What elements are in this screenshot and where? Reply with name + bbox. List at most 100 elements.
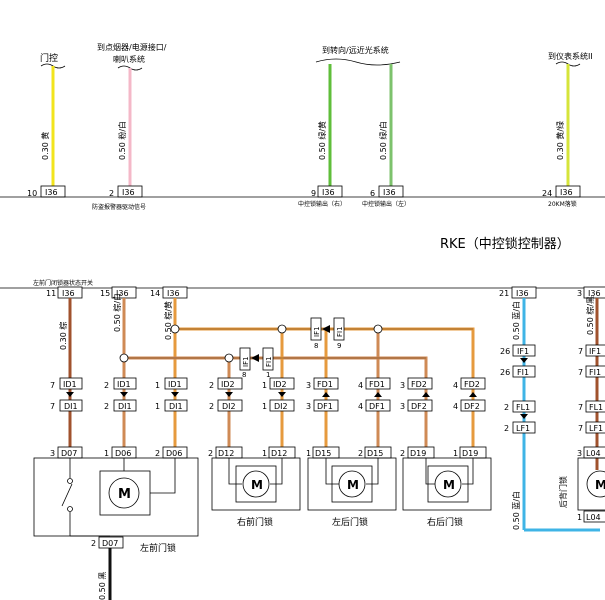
svg-text:1: 1: [306, 449, 311, 458]
label-antitheft: 防盗报警器驱动信号: [92, 203, 146, 211]
svg-text:3: 3: [400, 402, 405, 411]
svg-text:2: 2: [400, 449, 405, 458]
svg-text:ID2: ID2: [221, 380, 235, 389]
label-out-left: 中控锁输出（左）: [362, 200, 410, 208]
lock-left-front: 3 D07 1 D06 2 D06 M 2 D07 左前门锁: [33, 446, 199, 554]
svg-text:1: 1: [262, 449, 267, 458]
svg-text:1: 1: [577, 513, 582, 522]
svg-text:D15: D15: [315, 449, 331, 458]
svg-text:7: 7: [578, 403, 583, 412]
svg-text:I36: I36: [45, 188, 58, 197]
svg-text:4: 4: [453, 402, 458, 411]
svg-text:后背门锁: 后背门锁: [558, 476, 568, 508]
svg-text:I36: I36: [516, 289, 529, 298]
svg-text:7: 7: [50, 402, 55, 411]
svg-text:1: 1: [453, 449, 458, 458]
svg-text:LF1: LF1: [516, 424, 530, 433]
lock-trunk: 3 L04 M 1 L04 后背门锁: [558, 446, 605, 523]
svg-text:DF1: DF1: [369, 402, 385, 411]
lock-right-front: 2 D12 1 D12 M 右前门锁: [208, 446, 301, 528]
svg-text:D06: D06: [115, 449, 131, 458]
svg-text:3: 3: [577, 289, 582, 298]
bus-connector-mid: IF1 FI1 8 1: [239, 347, 274, 379]
wire-label-1: 0.30 黄: [40, 132, 50, 160]
svg-text:2: 2: [91, 539, 96, 548]
svg-text:2: 2: [104, 381, 109, 390]
label-instrument: 到仪表系统II: [548, 51, 593, 61]
wire-label-blue: 0.50 蓝/白: [511, 301, 521, 340]
top-connector-2: 2 I36: [109, 185, 143, 198]
label-cigar-power: 到点烟器/电源接口/: [97, 42, 167, 52]
wire-label-right: 0.50 棕/黑: [585, 296, 595, 335]
svg-text:I36: I36: [588, 289, 601, 298]
svg-text:DI2: DI2: [222, 402, 236, 411]
ecu-connector-21: 21 I36: [499, 286, 537, 299]
svg-text:M: M: [443, 478, 455, 492]
svg-text:1: 1: [262, 381, 267, 390]
svg-text:7: 7: [578, 424, 583, 433]
svg-text:FD1: FD1: [317, 380, 333, 389]
wire-label-left3: 0.50 棕/黄: [163, 301, 173, 340]
svg-text:9: 9: [337, 342, 341, 350]
junction-dots: [119, 324, 383, 363]
svg-text:9: 9: [311, 189, 316, 198]
svg-text:I36: I36: [116, 289, 129, 298]
svg-text:7: 7: [578, 347, 583, 356]
label-turn-light: 到转向/远近光系统: [322, 45, 389, 55]
svg-text:21: 21: [499, 289, 509, 298]
svg-text:FI1: FI1: [336, 326, 344, 337]
svg-text:3: 3: [306, 381, 311, 390]
ecu-title: RKE（中控锁控制器）: [440, 236, 570, 252]
svg-text:DI2: DI2: [274, 402, 288, 411]
svg-text:2: 2: [209, 402, 214, 411]
svg-text:M: M: [347, 478, 359, 492]
svg-text:DF2: DF2: [411, 402, 427, 411]
svg-text:I36: I36: [383, 188, 396, 197]
svg-text:M: M: [251, 478, 263, 492]
svg-text:2: 2: [504, 424, 509, 433]
svg-text:右后门锁: 右后门锁: [427, 516, 463, 528]
svg-text:7: 7: [578, 368, 583, 377]
svg-text:26: 26: [500, 347, 510, 356]
svg-text:I36: I36: [62, 289, 75, 298]
label-horn-system: 喇叭系统: [113, 54, 145, 64]
svg-text:DF2: DF2: [464, 402, 480, 411]
svg-text:DI1: DI1: [64, 402, 78, 411]
wire-label-left2: 0.50 棕/白: [112, 293, 122, 332]
svg-text:8: 8: [314, 342, 318, 350]
label-left-front-status: 左前门闭锁器状态开关: [33, 279, 93, 287]
svg-text:FI1: FI1: [265, 356, 273, 367]
svg-text:L04: L04: [586, 449, 601, 458]
svg-text:7: 7: [50, 381, 55, 390]
svg-text:2: 2: [358, 449, 363, 458]
svg-text:DF1: DF1: [317, 402, 333, 411]
lock-left-rear: 1 D15 2 D15 M 左后门锁: [306, 446, 397, 528]
top-connector-5: 24 I36: [542, 185, 581, 198]
svg-text:4: 4: [358, 381, 363, 390]
svg-text:DI1: DI1: [118, 402, 132, 411]
lock-right-rear: 2 D19 1 D19 M 右后门锁: [400, 446, 492, 528]
svg-text:IF1: IF1: [517, 347, 529, 356]
svg-text:左前门锁: 左前门锁: [140, 542, 176, 554]
svg-text:14: 14: [150, 289, 160, 298]
svg-text:FD1: FD1: [369, 380, 385, 389]
svg-text:10: 10: [27, 189, 37, 198]
svg-text:I36: I36: [560, 188, 573, 197]
svg-text:8: 8: [242, 371, 246, 379]
wire-break-3: [315, 58, 401, 66]
svg-text:D19: D19: [462, 449, 478, 458]
svg-text:ID1: ID1: [117, 380, 131, 389]
svg-text:M: M: [595, 478, 605, 492]
row-connectors: 7 ID1 7 DI1 2 ID1 2 DI1 1 ID1 1 DI1 2 ID…: [50, 344, 605, 434]
ecu-connector-14: 14 I36: [150, 286, 188, 299]
svg-text:FL1: FL1: [516, 403, 530, 412]
svg-text:4: 4: [453, 381, 458, 390]
svg-text:IF1: IF1: [589, 347, 601, 356]
svg-text:FI1: FI1: [517, 368, 529, 377]
top-connector-4: 6 I36: [370, 185, 404, 198]
label-door-control: 门控: [40, 52, 58, 64]
svg-text:D06: D06: [166, 449, 182, 458]
svg-text:3: 3: [306, 402, 311, 411]
svg-text:FI1: FI1: [589, 368, 601, 377]
svg-text:右前门锁: 右前门锁: [237, 516, 273, 528]
